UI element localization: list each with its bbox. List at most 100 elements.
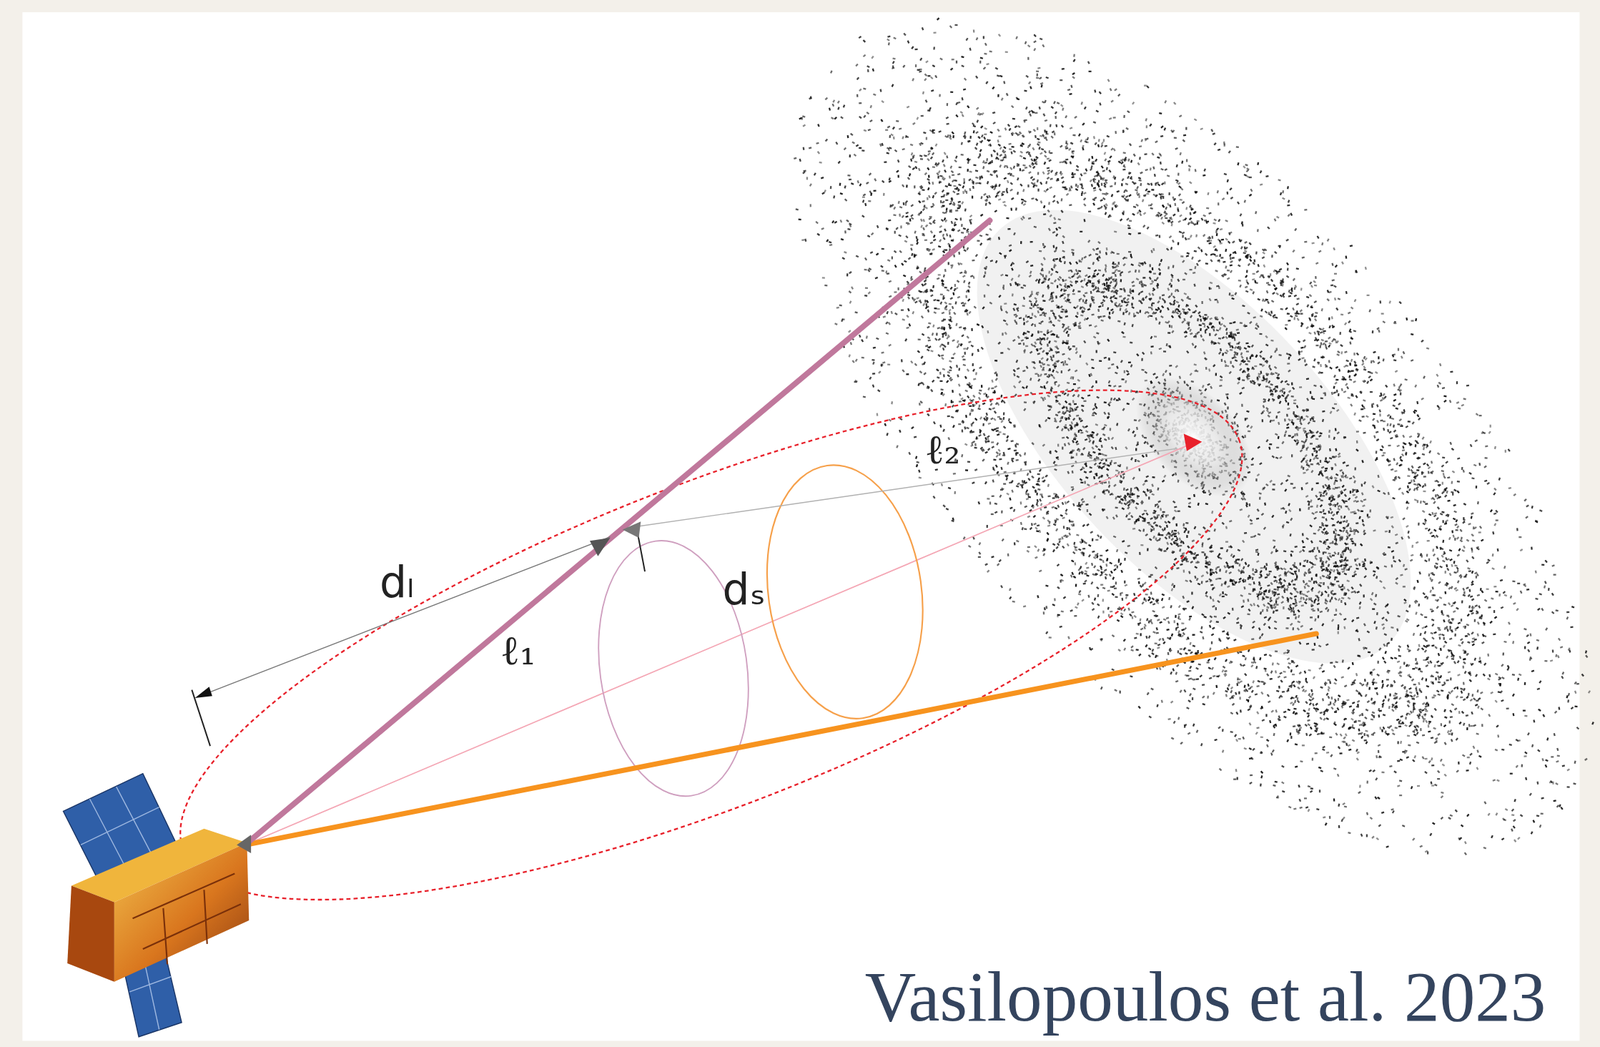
galaxy-star [982,423,985,427]
galaxy-star [1055,295,1058,299]
galaxy-star [1138,551,1142,555]
galaxy-star [955,60,958,64]
galaxy-star [1315,344,1319,347]
galaxy-star [1444,570,1447,574]
galaxy-star [1366,833,1368,837]
galaxy-star [963,358,966,361]
galaxy-star [1422,659,1426,662]
galaxy-star [1196,677,1199,680]
galaxy-star [824,284,828,287]
galaxy-star [1416,499,1419,503]
galaxy-star [1341,559,1343,562]
galaxy-star [1379,726,1382,730]
galaxy-star [1088,70,1092,73]
galaxy-star [1168,192,1170,196]
galaxy-star [1000,305,1003,309]
galaxy-star [1265,566,1267,570]
galaxy-star [1236,682,1239,686]
galaxy-star [1431,764,1435,767]
galaxy-star [1448,732,1452,735]
galaxy-star [1379,413,1382,417]
galaxy-star [1550,755,1554,758]
galaxy-star [1238,737,1242,740]
galaxy-star [1351,370,1355,372]
galaxy-star [1027,184,1029,188]
galaxy-star [1122,311,1125,315]
galaxy-star [1461,599,1464,603]
galaxy-star [1150,574,1154,576]
galaxy-star [1059,579,1062,583]
galaxy-star [844,230,847,234]
galaxy-star [1045,274,1048,278]
galaxy-star [1419,727,1422,731]
galaxy-star [1278,685,1281,689]
galaxy-star [1396,740,1399,744]
galaxy-star [937,273,941,276]
galaxy-star [1467,692,1470,696]
galaxy-star [1259,782,1262,786]
galaxy-star [1246,350,1249,352]
galaxy-star [1366,780,1369,784]
galaxy-star [1337,626,1340,630]
galaxy-star [1117,270,1121,272]
galaxy-star [1128,250,1132,253]
galaxy-star [1248,503,1251,507]
galaxy-star [1402,585,1406,587]
galaxy-star [935,332,938,336]
galaxy-star [968,405,972,407]
galaxy-star [1421,734,1425,737]
galaxy-star [1330,284,1334,287]
galaxy-star [1188,669,1192,673]
galaxy-star [938,93,941,97]
galaxy-star [822,276,826,279]
galaxy-star [1464,634,1468,637]
galaxy-star [1509,772,1513,775]
galaxy-star [1368,687,1371,690]
galaxy-star [939,380,943,382]
galaxy-star [1397,348,1400,352]
galaxy-star [1440,722,1443,726]
galaxy-star [887,363,891,365]
galaxy-star [1144,379,1148,382]
galaxy-star [1211,641,1213,645]
galaxy-star [1286,413,1289,417]
galaxy-star [1412,702,1416,704]
galaxy-star [1474,619,1476,622]
galaxy-star [1177,509,1181,512]
galaxy-star [1100,584,1104,586]
galaxy-star [1484,456,1488,459]
galaxy-star [1000,510,1003,514]
galaxy-star [1269,273,1272,276]
galaxy-star [1357,692,1361,695]
galaxy-star [1229,361,1232,364]
galaxy-star [1045,352,1049,354]
galaxy-star [1153,527,1156,531]
galaxy-star [1123,557,1127,561]
galaxy-star [1218,321,1222,324]
galaxy-star [1241,378,1245,382]
galaxy-star [1371,682,1375,685]
galaxy-star [1138,269,1140,273]
galaxy-star [1523,754,1527,757]
galaxy-star [1175,523,1178,527]
galaxy-star [1065,363,1069,366]
galaxy-star [1048,316,1051,320]
galaxy-star [1258,333,1262,335]
galaxy-star [1313,532,1317,535]
galaxy-star [1258,496,1262,500]
galaxy-star [998,458,1002,461]
galaxy-star [1276,446,1279,449]
galaxy-star [1247,430,1251,433]
galaxy-star [984,271,986,275]
galaxy-star [1454,633,1457,637]
galaxy-star [1373,714,1376,718]
galaxy-star [1148,575,1152,577]
galaxy-star [1487,653,1490,657]
galaxy-star [1060,310,1064,314]
galaxy-star [1005,51,1009,53]
galaxy-star [1173,203,1177,206]
galaxy-star [1463,591,1465,595]
galaxy-star [1291,381,1294,385]
galaxy-star [1371,404,1374,408]
